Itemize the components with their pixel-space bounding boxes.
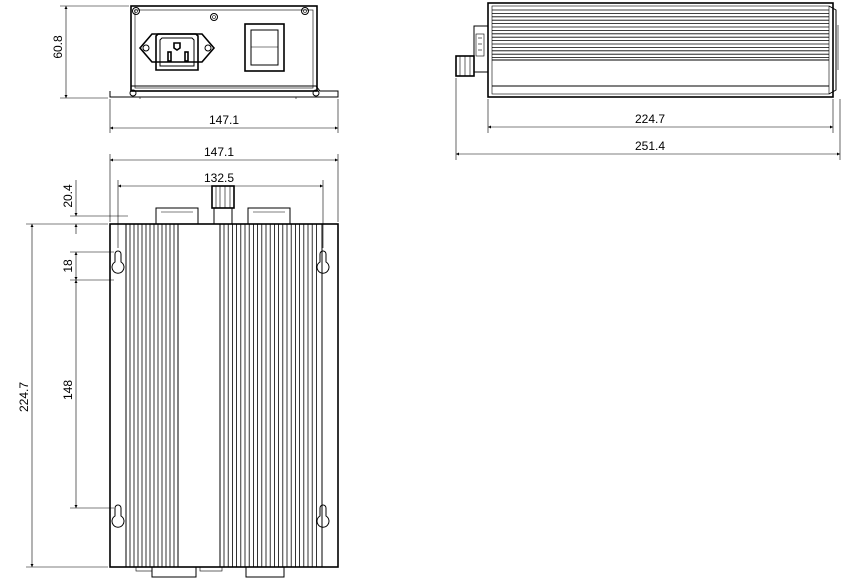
front-width-label: 147.1 bbox=[209, 113, 239, 127]
keyhole-slot bbox=[316, 250, 330, 274]
corner-screw-icon bbox=[132, 7, 309, 21]
side-cooling-fins bbox=[492, 9, 829, 58]
top-connector-right bbox=[247, 207, 291, 225]
keyhole-slot bbox=[111, 250, 125, 274]
top-edge-offset-label: 20.4 bbox=[61, 184, 75, 208]
front-housing-inner bbox=[134, 9, 314, 89]
cable-gland-icon bbox=[455, 25, 489, 77]
bottom-connector-right bbox=[199, 566, 285, 578]
side-end-cap bbox=[828, 5, 837, 95]
flange-hole-right bbox=[312, 89, 320, 97]
keyhole-slot bbox=[316, 504, 330, 528]
top-connector-left bbox=[155, 207, 199, 225]
top-slot-length-label: 18 bbox=[61, 259, 75, 273]
top-center-channel bbox=[177, 223, 221, 568]
top-hole-pitch-label: 148 bbox=[61, 380, 75, 400]
front-flange bbox=[109, 85, 339, 98]
side-total-length-label: 251.4 bbox=[635, 139, 665, 153]
top-cable-gland-icon bbox=[211, 185, 235, 225]
top-width-label: 147.1 bbox=[204, 145, 234, 159]
bottom-connector-left bbox=[135, 566, 197, 578]
keyhole-slot-icon bbox=[111, 250, 330, 528]
top-hole-spacing-label: 132.5 bbox=[204, 171, 234, 185]
side-view: 224.7 251.4 bbox=[455, 2, 841, 160]
front-housing-outline bbox=[130, 5, 318, 92]
top-view: 147.1 132.5 224.7 20.4 18 148 bbox=[17, 145, 339, 578]
front-height-label: 60.8 bbox=[51, 35, 65, 59]
keyhole-slot bbox=[111, 504, 125, 528]
power-inlet-icon bbox=[138, 33, 216, 71]
side-body-length-label: 224.7 bbox=[635, 112, 665, 126]
top-length-label: 224.7 bbox=[17, 382, 31, 412]
front-view: 60.8 147.1 bbox=[51, 5, 339, 133]
flange-hole-left bbox=[129, 89, 137, 97]
side-body-inner bbox=[491, 5, 830, 95]
rocker-switch-icon bbox=[244, 23, 285, 72]
top-cooling-fins bbox=[129, 224, 317, 567]
